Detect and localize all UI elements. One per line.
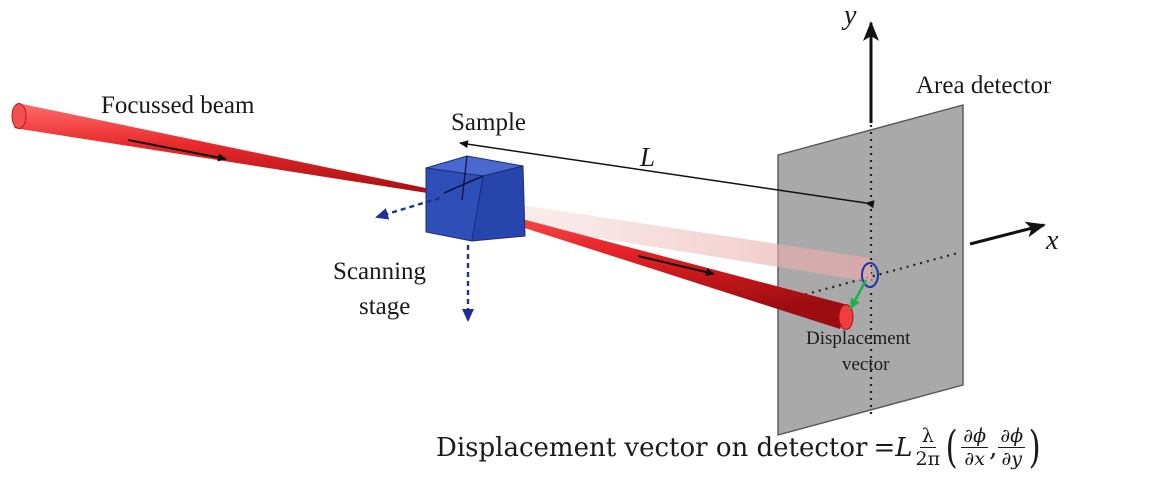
y-axis-label: y — [844, 0, 857, 31]
focussed-beam-end — [11, 103, 27, 129]
displacement-vector-arrow — [849, 279, 868, 310]
equation-lhs: Displacement vector on detector — [436, 433, 868, 463]
equation-equals: = — [873, 433, 896, 463]
equation-open-paren: ( — [945, 422, 958, 473]
reference-spot-ring — [861, 262, 879, 288]
focussed-beam — [14, 104, 440, 195]
sample-cube — [425, 155, 526, 242]
beam-direction-arrow-in — [127, 139, 227, 162]
equation-L: L — [895, 433, 913, 463]
equation-comma: , — [989, 433, 998, 463]
scanning-stage-label-line1: Scanning — [333, 258, 427, 285]
equation-lambda-over-2pi: λ 2π — [914, 427, 943, 469]
beam-direction-arrow-out — [637, 255, 715, 277]
x-axis-label: x — [1046, 225, 1059, 256]
area-detector-label: Area detector — [916, 72, 1052, 99]
sample-label: Sample — [451, 109, 526, 136]
equation-dphi-dx: ∂ϕ ∂x — [961, 425, 989, 470]
equation-two-pi: 2π — [915, 448, 941, 470]
displacement-vector-label-line2: vector — [842, 354, 890, 375]
displacement-vector-label-line1: Displacement — [806, 328, 911, 349]
equation-dphi-1: ∂ϕ — [961, 425, 989, 448]
equation-dx: ∂x — [964, 448, 985, 470]
equation-dphi-dy: ∂ϕ ∂y — [998, 425, 1026, 470]
equation-close-paren: ) — [1028, 422, 1041, 473]
scanning-stage-arrow-left — [375, 196, 441, 220]
distance-arrow — [459, 140, 875, 209]
distance-label: L — [640, 142, 656, 172]
equation-lambda: λ — [919, 425, 936, 448]
x-axis-arrow — [969, 221, 1046, 246]
scanning-stage-label-line2: stage — [359, 293, 411, 320]
equation-dy: ∂y — [1001, 448, 1022, 470]
transmitted-beam-end — [838, 304, 854, 330]
focussed-beam-label: Focussed beam — [101, 92, 255, 119]
diffracted-cone — [455, 195, 872, 282]
equation-dphi-2: ∂ϕ — [998, 425, 1026, 448]
displacement-equation: Displacement vector on detector = L λ 2π… — [436, 426, 1043, 470]
transmitted-beam — [450, 200, 848, 329]
detector-x-axis-dotted — [784, 251, 959, 302]
